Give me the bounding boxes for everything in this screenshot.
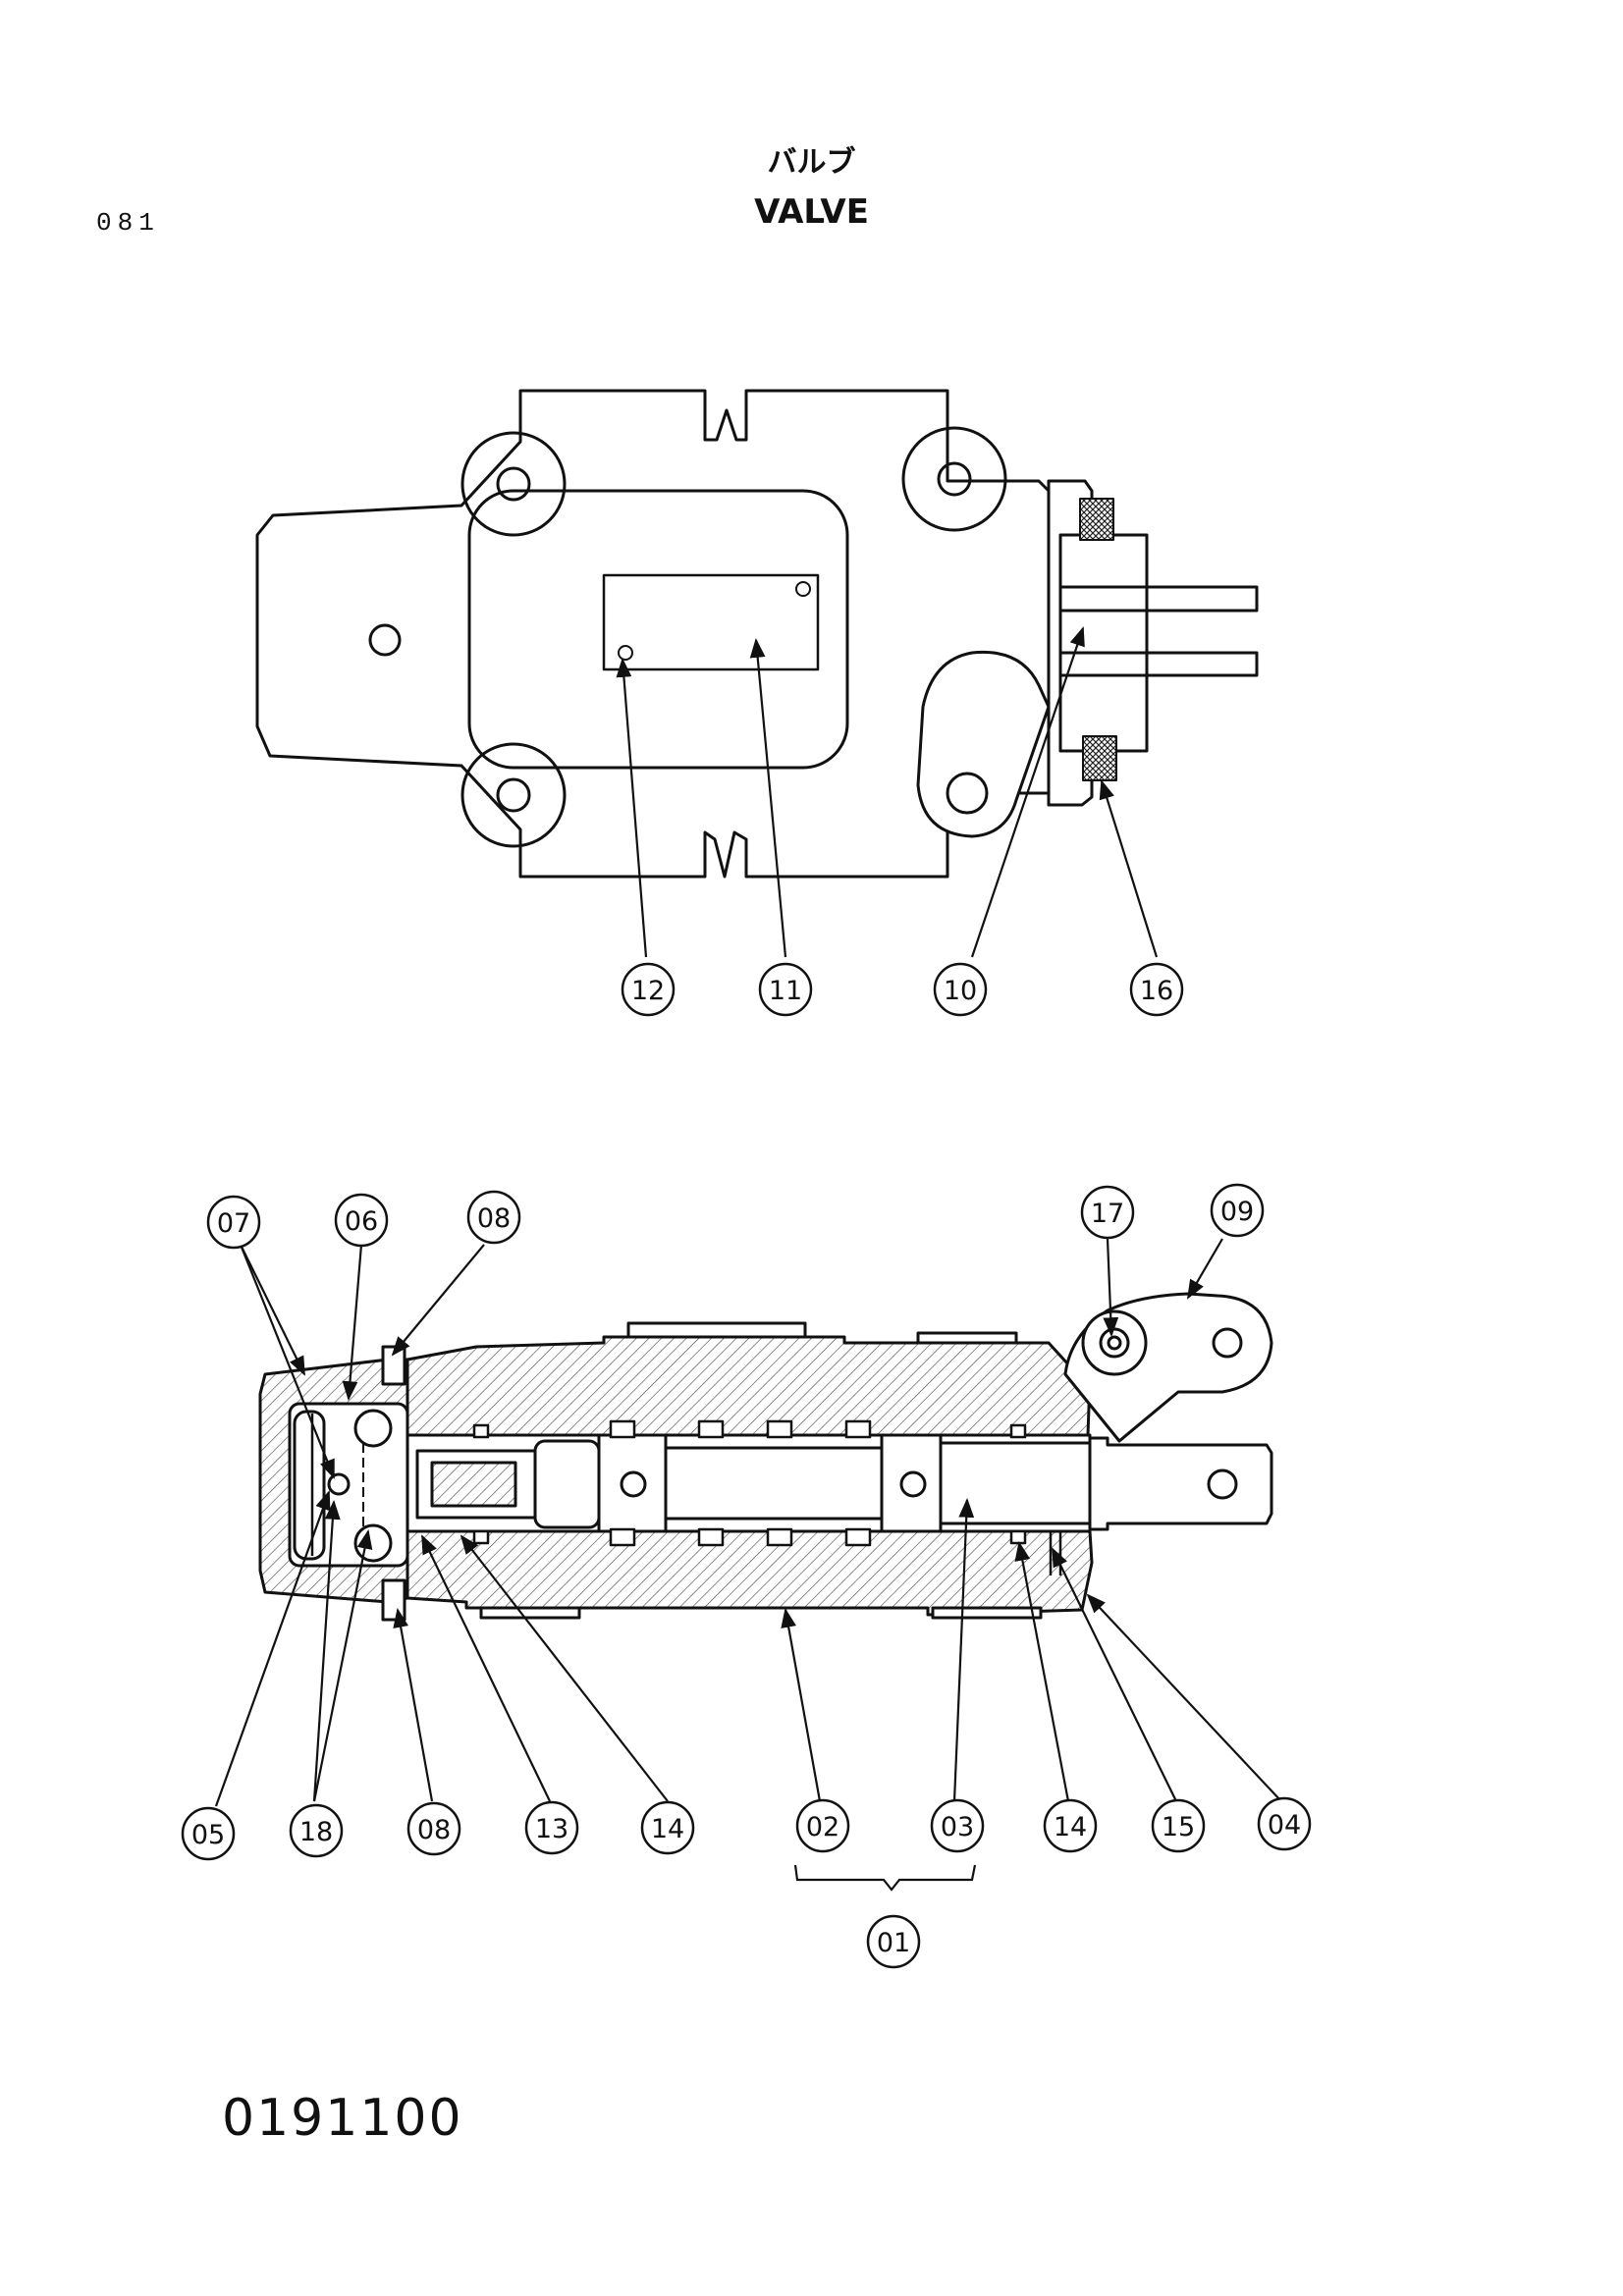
- name-plate: [602, 573, 820, 671]
- lever-lobe: [916, 650, 1051, 838]
- callout-label: 01: [877, 1928, 910, 1958]
- detent-ball: [353, 1409, 393, 1448]
- top-view-callouts: 12 11 10 16: [621, 962, 1184, 1017]
- housing-boss: [916, 1331, 1018, 1345]
- callout: 05: [181, 1806, 236, 1861]
- cap-face: [1058, 533, 1149, 753]
- callout: 14: [640, 1800, 695, 1855]
- callout: 10: [933, 962, 988, 1017]
- callout-label: 17: [1091, 1199, 1124, 1229]
- callout: 12: [621, 962, 676, 1017]
- rivet: [618, 645, 633, 661]
- seal-upper: [1079, 498, 1114, 541]
- callout-label: 04: [1268, 1810, 1301, 1841]
- spool-inner: [430, 1461, 517, 1508]
- part-code: 0191100: [222, 2089, 463, 2148]
- callout-label: 10: [944, 976, 977, 1006]
- section-bottom-callouts: 05 18 08 13 14 02 03 14: [181, 1796, 1312, 1861]
- bolt-boss: [901, 426, 1007, 532]
- callout: 09: [1210, 1183, 1265, 1238]
- callout-label: 02: [806, 1812, 839, 1842]
- callout: 13: [524, 1800, 579, 1855]
- spool-hole: [899, 1470, 927, 1498]
- callout-label: 13: [535, 1814, 568, 1844]
- callout-label: 11: [769, 976, 802, 1006]
- callout: 17: [1080, 1185, 1135, 1240]
- spool-eye-hole: [1207, 1468, 1238, 1500]
- screw: [381, 1578, 406, 1622]
- mount-hole: [368, 623, 402, 657]
- callout: 01: [866, 1914, 921, 1969]
- callout: 08: [466, 1190, 521, 1245]
- callout: 07: [206, 1195, 261, 1250]
- callout: 11: [758, 962, 813, 1017]
- housing-boss: [931, 1606, 1043, 1620]
- rivet: [795, 581, 811, 597]
- callout-label: 07: [217, 1208, 250, 1239]
- bolt-boss: [460, 431, 567, 537]
- spool-hole: [620, 1470, 647, 1498]
- callout-label: 14: [651, 1814, 684, 1844]
- housing-boss: [626, 1321, 807, 1339]
- plug: [293, 1410, 326, 1561]
- title-english: VALVE: [754, 192, 869, 232]
- callout: 08: [406, 1801, 461, 1856]
- callout: 02: [795, 1798, 850, 1853]
- housing-upper: [406, 1335, 1092, 1437]
- callout-label: 15: [1162, 1812, 1195, 1842]
- seal-lower: [1082, 735, 1117, 781]
- bolt-hole: [937, 461, 972, 497]
- page-number: 081: [96, 208, 160, 238]
- pin: [327, 1472, 351, 1496]
- callout: 06: [334, 1193, 389, 1248]
- callout-label: 18: [299, 1817, 333, 1847]
- callout-label: 09: [1220, 1197, 1254, 1227]
- valve-body-outline: [255, 389, 1051, 879]
- spool-extension: [1088, 1436, 1273, 1531]
- spool-land: [533, 1439, 601, 1529]
- assembly-group: 01: [793, 1864, 977, 1969]
- bolt-hole: [496, 777, 531, 813]
- callout-label: 06: [345, 1206, 378, 1237]
- callout: 16: [1129, 962, 1184, 1017]
- inner-panel: [467, 489, 849, 770]
- callout-label: 16: [1140, 976, 1173, 1006]
- lever-pivot-hole: [946, 772, 989, 815]
- bolt-hole: [496, 466, 531, 502]
- callout: 15: [1151, 1798, 1206, 1853]
- callout: 14: [1043, 1798, 1098, 1853]
- callout-label: 12: [631, 976, 665, 1006]
- housing-lower: [406, 1529, 1094, 1617]
- top-view: [255, 389, 1259, 879]
- callout-label: 03: [941, 1812, 974, 1842]
- lever-eye-hole: [1212, 1327, 1243, 1359]
- housing-boss: [479, 1606, 581, 1620]
- callout: 18: [289, 1803, 344, 1858]
- section-top-callouts: 07 06 08 17 09: [206, 1183, 1265, 1250]
- detent-ball: [353, 1523, 393, 1563]
- section-view-leaders: [214, 1238, 1282, 1807]
- top-view-leaders: [616, 626, 1159, 958]
- spool-end: [1060, 651, 1259, 677]
- callout: 03: [930, 1798, 985, 1853]
- assembly-brace: [793, 1864, 977, 1892]
- spool-body: [664, 1446, 884, 1521]
- bolt-boss: [460, 742, 567, 848]
- callout-label: 14: [1054, 1812, 1087, 1842]
- callout-label: 08: [477, 1203, 511, 1234]
- callout: 04: [1257, 1796, 1312, 1851]
- callout-label: 05: [191, 1820, 225, 1850]
- section-view: [258, 1292, 1273, 1622]
- spool-end: [1060, 585, 1259, 613]
- lever-pivot-center: [1107, 1335, 1122, 1351]
- title-japanese: バルブ: [767, 145, 856, 180]
- callout-label: 08: [417, 1815, 451, 1845]
